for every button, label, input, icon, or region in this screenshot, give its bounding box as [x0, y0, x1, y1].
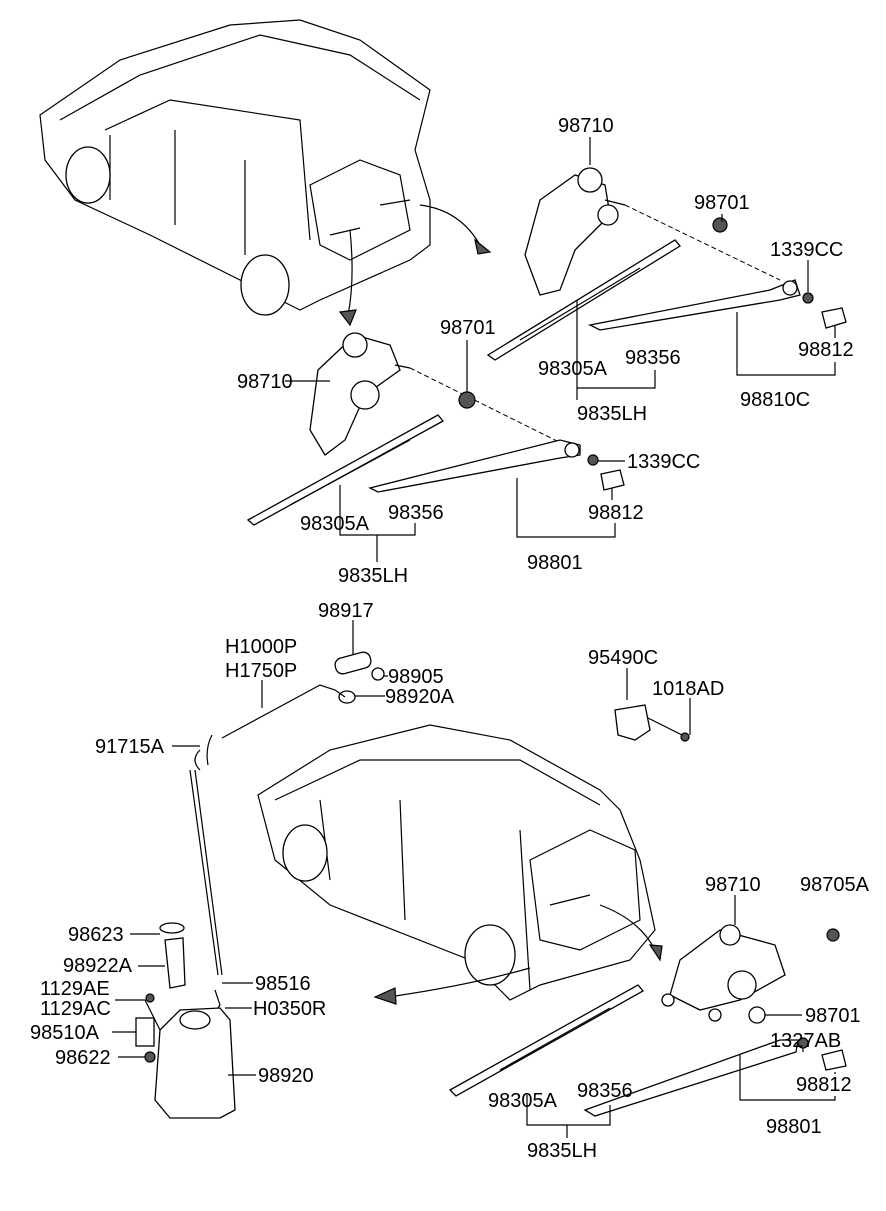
van-illustration-bottom: [257, 724, 663, 1005]
label-bot-nut[interactable]: 1327AB: [770, 1030, 841, 1052]
label-hose-a[interactable]: H1000P: [225, 636, 297, 658]
label-top-motor[interactable]: 98710: [558, 115, 614, 137]
label-filler-neck[interactable]: 98922A: [63, 955, 133, 977]
label-hose-b[interactable]: H1750P: [225, 660, 297, 682]
label-bot-cover[interactable]: 98812: [796, 1074, 852, 1096]
label-top-blade-assy[interactable]: 9835LH: [577, 403, 647, 425]
label-bot-blade[interactable]: 98305A: [488, 1090, 558, 1112]
label-relay-bolt[interactable]: 1018AD: [652, 678, 724, 700]
label-top-cover[interactable]: 98812: [798, 339, 854, 361]
label-top-pivot-cap[interactable]: 98701: [694, 192, 750, 214]
label-joint[interactable]: 98516: [255, 973, 311, 995]
part-labels: 98710 98701 1339CC 98812 98305A 98356 98…: [30, 115, 870, 1162]
label-bolt-a[interactable]: 1129AE: [40, 978, 110, 1000]
label-top-blade[interactable]: 98305A: [538, 358, 608, 380]
label-reservoir[interactable]: 98920: [258, 1065, 314, 1087]
label-hose-c[interactable]: H0350R: [253, 998, 326, 1020]
label-grommet[interactable]: 98917: [318, 600, 374, 622]
label-mid-arm[interactable]: 98801: [527, 552, 583, 574]
washer-system: [135, 651, 690, 1119]
label-mid-blade-assy[interactable]: 9835LH: [338, 565, 408, 587]
label-bot-refill[interactable]: 98356: [577, 1080, 633, 1102]
label-top-nut[interactable]: 1339CC: [770, 239, 843, 261]
label-mid-nut[interactable]: 1339CC: [627, 451, 700, 473]
label-bot-cap[interactable]: 98705A: [800, 874, 870, 896]
label-mid-cover[interactable]: 98812: [588, 502, 644, 524]
label-bolt-b[interactable]: 1129AC: [40, 998, 111, 1020]
label-top-arm[interactable]: 98810C: [740, 389, 810, 411]
rear-wiper-set-top: [486, 167, 847, 361]
label-mid-blade[interactable]: 98305A: [300, 513, 370, 535]
label-seal[interactable]: 98623: [68, 924, 124, 946]
label-bot-pivot-cap[interactable]: 98701: [805, 1005, 861, 1027]
label-pump-grommet[interactable]: 98622: [55, 1047, 111, 1069]
label-nozzle-clip[interactable]: 98905: [388, 666, 444, 688]
rear-wiper-set-middle: [246, 332, 625, 526]
label-pump[interactable]: 98510A: [30, 1022, 100, 1044]
label-mid-pivot-cap[interactable]: 98701: [440, 317, 496, 339]
label-bot-blade-assy[interactable]: 9835LH: [527, 1140, 597, 1162]
label-mid-motor[interactable]: 98710: [237, 371, 293, 393]
label-connector[interactable]: 91715A: [95, 736, 165, 758]
label-bot-motor[interactable]: 98710: [705, 874, 761, 896]
leader-lines: [112, 137, 836, 1138]
label-bot-arm[interactable]: 98801: [766, 1116, 822, 1138]
label-mid-refill[interactable]: 98356: [388, 502, 444, 524]
rear-wiper-set-bottom: [448, 924, 847, 1117]
label-nozzle[interactable]: 98920A: [385, 686, 455, 708]
label-top-refill[interactable]: 98356: [625, 347, 681, 369]
label-relay[interactable]: 95490C: [588, 647, 658, 669]
van-illustration-top: [39, 19, 492, 327]
